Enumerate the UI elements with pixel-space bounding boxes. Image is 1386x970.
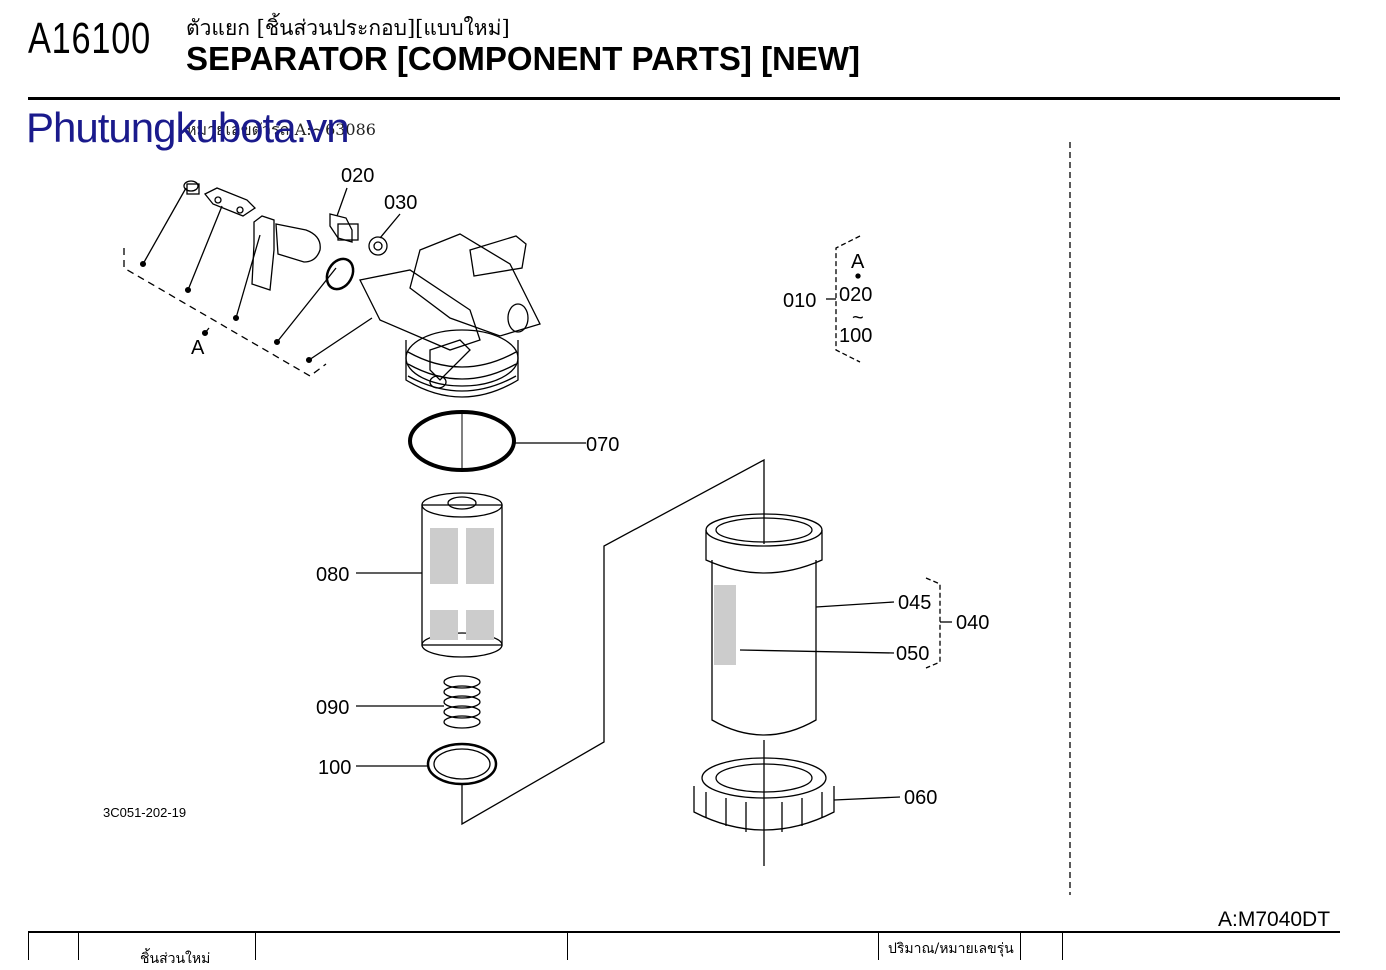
retaining-ring-060 (693, 757, 835, 832)
table-divider (567, 933, 568, 960)
leader-lines (336, 187, 952, 801)
o-ring-070 (408, 410, 516, 472)
assembly-guide-line (461, 458, 765, 826)
callout-050: 050 (896, 643, 929, 665)
spring-090 (443, 675, 481, 729)
table-header-quantity: ปริมาณ/หมายเลขรุ่น (888, 941, 1014, 957)
separator-head (359, 233, 541, 398)
callout-group-100: 100 (839, 325, 872, 347)
drawing-number: 3C051-202-19 (103, 805, 186, 820)
callout-030: 030 (384, 192, 417, 214)
title-thai: ตัวแยก [ชิ้นส่วนประกอบ][แบบใหม่] (186, 16, 510, 40)
table-header-new-part: ชิ้นส่วนใหม่ (140, 951, 211, 967)
callout-020: 020 (341, 165, 374, 187)
callout-080: 080 (316, 564, 349, 586)
callout-070: 070 (586, 434, 619, 456)
model-code: A:M7040DT (1218, 908, 1331, 931)
bracket-a-group (123, 187, 373, 377)
callout-a-left: A (191, 337, 205, 359)
o-ring-100 (426, 742, 498, 786)
callout-045: 045 (898, 592, 931, 614)
small-parts (183, 180, 388, 291)
table-divider (255, 933, 256, 960)
table-divider (878, 933, 879, 960)
table-divider (1020, 933, 1021, 960)
callout-040: 040 (956, 612, 989, 634)
page-code: A16100 (28, 14, 152, 63)
bowl-label-050 (714, 585, 736, 665)
callout-a-group: A (851, 251, 865, 273)
callout-060: 060 (904, 787, 937, 809)
callout-010: 010 (783, 290, 816, 312)
title-english: SEPARATOR [COMPONENT PARTS] [NEW] (186, 40, 861, 77)
callout-tilde: ~ (852, 307, 864, 329)
table-divider (1062, 933, 1063, 960)
header-rule (28, 97, 1340, 100)
serial-range: หมายเลขตัวรถ:A:~63086 (186, 120, 376, 139)
watermark: Phutungkubota.vn (26, 104, 350, 151)
callout-group-020: 020 (839, 284, 872, 306)
table-divider (78, 933, 79, 960)
callout-100: 100 (318, 757, 351, 779)
filter-element-080 (421, 492, 503, 658)
table-divider (28, 933, 29, 960)
bowl-045 (705, 513, 823, 736)
table-top-rule (28, 931, 1340, 933)
callout-090: 090 (316, 697, 349, 719)
